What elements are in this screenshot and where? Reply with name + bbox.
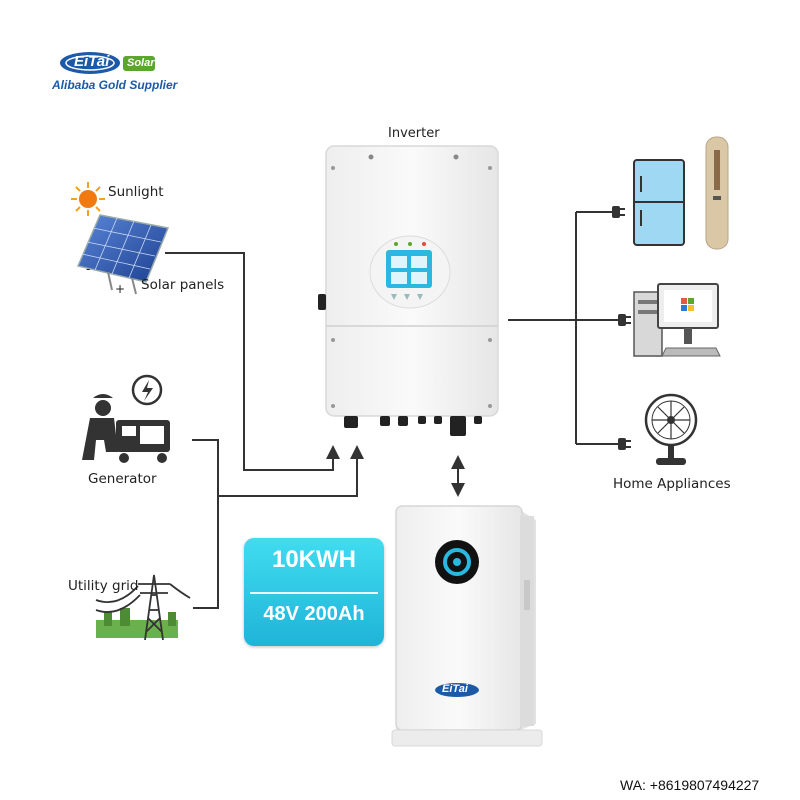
inverter-label: Inverter <box>388 126 440 141</box>
battery-spec-text: 48V 200Ah <box>263 603 365 625</box>
solar-to-inverter-line <box>165 252 340 471</box>
battery-capacity-text: 10KWH <box>271 546 356 573</box>
utility-grid-label: Utility grid <box>68 578 139 594</box>
panel-plus-label: + <box>115 282 126 296</box>
grid-to-inverter-line <box>218 445 364 497</box>
logo-mark <box>60 52 155 74</box>
battery-brand-text: EiTai <box>442 683 468 695</box>
air-conditioner-icon <box>705 136 729 250</box>
sunlight-label: Sunlight <box>108 184 164 200</box>
logo-badge-text: Solar <box>127 57 155 69</box>
battery-capacity-badge: 10KWH 48V 200Ah <box>244 538 384 646</box>
logo-tagline: Alibaba Gold Supplier <box>52 78 178 92</box>
badge-divider <box>250 592 378 594</box>
plug-icon <box>612 206 631 450</box>
logo-brand-text: EiTai <box>74 53 110 70</box>
home-appliances-label: Home Appliances <box>613 476 731 492</box>
brand-logo: EiTai Solar Alibaba Gold Supplier <box>50 48 185 98</box>
generator-icon <box>82 374 170 463</box>
fan-icon <box>644 393 698 465</box>
solar-panels-label: Solar panels <box>141 277 225 293</box>
battery-device <box>391 505 543 747</box>
utility-grid-icon <box>95 574 191 641</box>
generator-label: Generator <box>88 471 157 487</box>
computer-icon <box>633 283 721 357</box>
solar-panel-icon <box>76 214 170 295</box>
whatsapp-contact: WA: +8619807494227 <box>620 777 760 793</box>
sun-icon <box>71 182 105 216</box>
inverter-device <box>318 145 499 436</box>
connection-lines <box>165 211 618 609</box>
panel-minus-label: - <box>86 262 91 276</box>
refrigerator-icon <box>633 159 685 246</box>
generator-line <box>192 439 219 609</box>
